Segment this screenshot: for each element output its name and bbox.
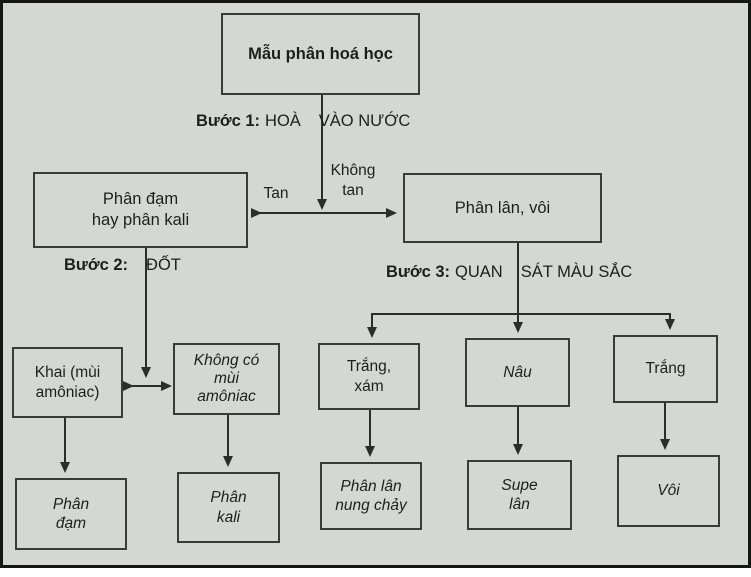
box-nau: Nâu: [465, 338, 570, 407]
box-khong-co-mui-amoniac: Không có mùi amôniac: [173, 343, 280, 415]
edge-label-khong-tan: Không tan: [330, 162, 376, 200]
step1-label: Bước 1: HOÀ VÀO NƯỚC: [196, 112, 410, 131]
box-khai-mui-amoniac: Khai (mùi amôniac): [12, 347, 123, 418]
step1-action-left: HOÀ: [265, 112, 301, 130]
step2-label: Bước 2: ĐỐT: [64, 256, 181, 275]
box-phan-kali: Phân kali: [177, 472, 280, 543]
step2-number: Bước 2:: [64, 256, 129, 274]
step3-number: Bước 3:: [386, 263, 451, 281]
step3-label: Bước 3: QUAN SÁT MÀU SẮC: [386, 263, 632, 282]
box-phan-lan-voi: Phân lân, vôi: [403, 173, 602, 243]
edge-label-tan: Tan: [263, 185, 289, 202]
box-voi: Vôi: [617, 455, 720, 527]
step1-action-right: VÀO NƯỚC: [318, 112, 411, 130]
box-sample: Mẫu phân hoá học: [221, 13, 420, 95]
box-trang-xam: Trắng, xám: [318, 343, 420, 410]
step3-action-left: QUAN: [455, 263, 503, 281]
step1-number: Bước 1:: [196, 112, 261, 130]
step3-action-right: SÁT MÀU SẮC: [520, 263, 633, 281]
box-phan-dam-hay-kali: Phân đạm hay phân kali: [33, 172, 248, 248]
box-phan-lan-nung-chay: Phân lân nung chảy: [320, 462, 422, 530]
box-trang: Trắng: [613, 335, 718, 403]
box-supe-lan: Supe lân: [467, 460, 572, 530]
box-phan-dam: Phân đạm: [15, 478, 127, 550]
step2-action-right: ĐỐT: [146, 256, 181, 274]
